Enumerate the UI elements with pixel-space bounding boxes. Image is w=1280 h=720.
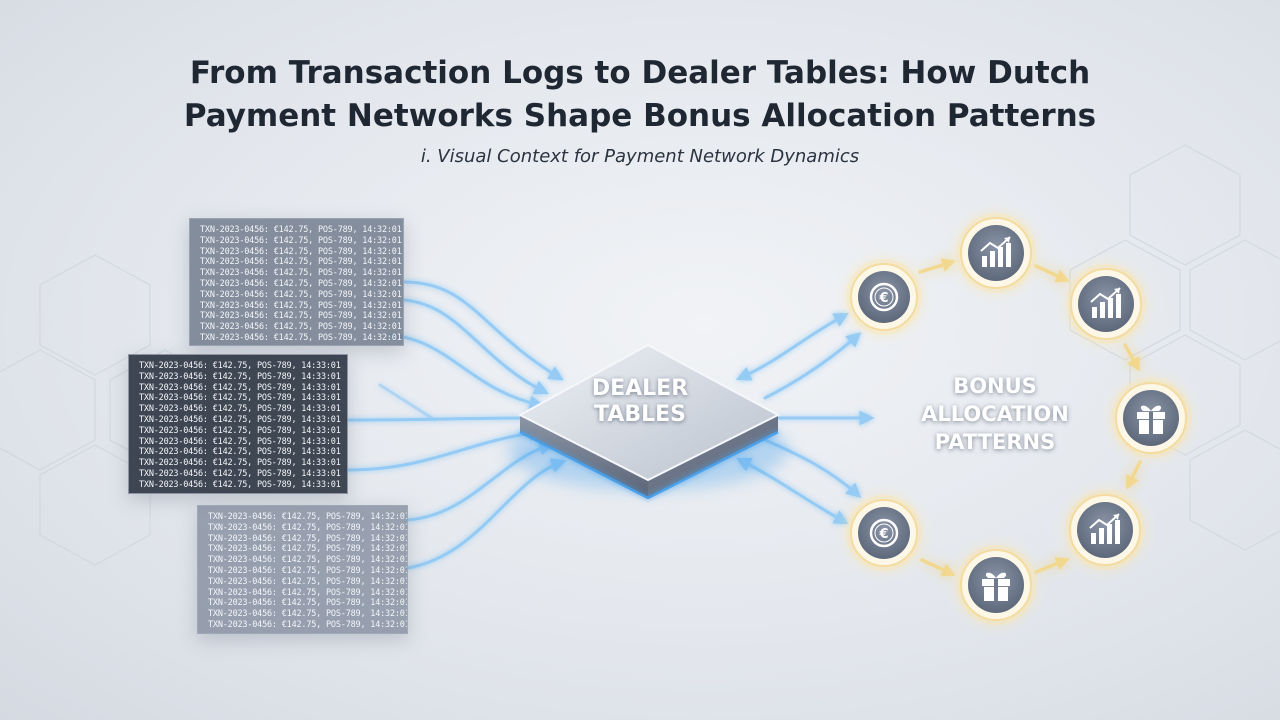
log-line: TXN-2023-0456: €142.75, POS-789, 14:33:0… bbox=[139, 404, 341, 415]
svg-text:€: € bbox=[878, 527, 888, 542]
hub-side-right bbox=[648, 415, 778, 498]
cycle-arrow bbox=[1123, 343, 1141, 372]
cycle-arrow bbox=[920, 558, 956, 577]
log-line: TXN-2023-0456: €142.75, POS-789, 14:33:0… bbox=[139, 371, 341, 382]
flow-arrow bbox=[378, 383, 437, 422]
title-line-1: From Transaction Logs to Dealer Tables: … bbox=[189, 55, 1091, 91]
flow-arrow bbox=[402, 280, 564, 381]
log-line: TXN-2023-0456: €142.75, POS-789, 14:32:0… bbox=[208, 598, 408, 609]
log-line: TXN-2023-0456: €142.75, POS-789, 14:32:0… bbox=[208, 576, 408, 587]
log-line: TXN-2023-0456: €142.75, POS-789, 14:32:0… bbox=[200, 300, 402, 311]
cycle-node bbox=[1111, 378, 1191, 458]
bonus-label-line-3: PATTERNS bbox=[934, 430, 1056, 454]
transaction-log-panel: TXN-2023-0456: €142.75, POS-789, 14:32:0… bbox=[197, 505, 408, 634]
euro-coin-icon: € bbox=[869, 518, 899, 548]
cycle-nodes: € bbox=[846, 213, 1191, 625]
cycle-node bbox=[1065, 490, 1145, 570]
log-line: TXN-2023-0456: €142.75, POS-789, 14:32:0… bbox=[208, 512, 408, 522]
log-line: TXN-2023-0456: €142.75, POS-789, 14:33:0… bbox=[139, 425, 341, 436]
flow-arrow bbox=[388, 333, 545, 411]
log-line: TXN-2023-0456: €142.75, POS-789, 14:33:0… bbox=[139, 361, 341, 371]
log-line: TXN-2023-0456: €142.75, POS-789, 14:32:0… bbox=[200, 322, 402, 333]
log-line: TXN-2023-0456: €142.75, POS-789, 14:32:0… bbox=[208, 555, 408, 566]
log-line: TXN-2023-0456: €142.75, POS-789, 14:32:0… bbox=[200, 225, 402, 235]
page-subtitle: i. Visual Context for Payment Network Dy… bbox=[420, 146, 860, 167]
cycle-node bbox=[956, 213, 1036, 293]
flow-arrow bbox=[735, 312, 849, 381]
transaction-log-panel: TXN-2023-0456: €142.75, POS-789, 14:33:0… bbox=[128, 354, 348, 494]
cycle-arrow bbox=[1034, 264, 1070, 283]
log-line: TXN-2023-0456: €142.75, POS-789, 14:33:0… bbox=[139, 447, 341, 458]
log-line: TXN-2023-0456: €142.75, POS-789, 14:33:0… bbox=[139, 382, 341, 393]
dealer-label-line-1: DEALER bbox=[591, 376, 689, 401]
log-line: TXN-2023-0456: €142.75, POS-789, 14:32:0… bbox=[200, 311, 402, 322]
log-line: TXN-2023-0456: €142.75, POS-789, 14:33:0… bbox=[139, 414, 341, 425]
flow-arrow bbox=[346, 410, 540, 426]
log-line: TXN-2023-0456: €142.75, POS-789, 14:32:0… bbox=[200, 235, 402, 246]
dealer-tables-hub bbox=[508, 343, 788, 500]
log-line: TXN-2023-0456: €142.75, POS-789, 14:32:0… bbox=[200, 289, 402, 300]
cycle-arrow bbox=[1126, 460, 1142, 490]
dealer-tables-label: DEALER TABLES bbox=[560, 376, 720, 428]
bar-chart-growth-icon bbox=[1089, 513, 1120, 544]
page-title: From Transaction Logs to Dealer Tables: … bbox=[140, 52, 1140, 138]
log-line: TXN-2023-0456: €142.75, POS-789, 14:32:0… bbox=[200, 246, 402, 257]
cycle-node: € bbox=[846, 259, 922, 335]
svg-text:€: € bbox=[878, 291, 888, 306]
hub-top bbox=[517, 343, 781, 482]
cycle-node: € bbox=[846, 495, 922, 571]
flow-arrow bbox=[346, 425, 545, 472]
log-line: TXN-2023-0456: €142.75, POS-789, 14:32:0… bbox=[200, 332, 402, 343]
log-line: TXN-2023-0456: €142.75, POS-789, 14:33:0… bbox=[139, 468, 341, 479]
log-line: TXN-2023-0456: €142.75, POS-789, 14:32:0… bbox=[208, 587, 408, 598]
bar-chart-growth-icon bbox=[980, 236, 1011, 267]
cycle-node bbox=[956, 545, 1036, 625]
log-line: TXN-2023-0456: €142.75, POS-789, 14:32:0… bbox=[208, 533, 408, 544]
log-line: TXN-2023-0456: €142.75, POS-789, 14:32:0… bbox=[208, 619, 408, 630]
cycle-arrow bbox=[918, 258, 957, 274]
transaction-log-panel: TXN-2023-0456: €142.75, POS-789, 14:32:0… bbox=[189, 218, 404, 346]
gift-box-icon bbox=[982, 572, 1010, 601]
log-line: TXN-2023-0456: €142.75, POS-789, 14:33:0… bbox=[139, 458, 341, 469]
flow-arrow bbox=[402, 298, 550, 395]
log-line: TXN-2023-0456: €142.75, POS-789, 14:32:0… bbox=[208, 522, 408, 533]
euro-coin-icon: € bbox=[869, 282, 899, 312]
cycle-arrow bbox=[1034, 557, 1070, 574]
flow-arrow bbox=[763, 332, 862, 400]
title-line-2: Payment Networks Shape Bonus Allocation … bbox=[183, 98, 1097, 134]
gift-box-icon bbox=[1137, 405, 1165, 434]
log-line: TXN-2023-0456: €142.75, POS-789, 14:32:0… bbox=[208, 544, 408, 555]
dealer-label-line-2: TABLES bbox=[594, 402, 686, 427]
log-line: TXN-2023-0456: €142.75, POS-789, 14:32:0… bbox=[200, 257, 402, 268]
log-line: TXN-2023-0456: €142.75, POS-789, 14:33:0… bbox=[139, 436, 341, 447]
log-line: TXN-2023-0456: €142.75, POS-789, 14:32:0… bbox=[208, 565, 408, 576]
cycle-arrows bbox=[918, 258, 1142, 577]
log-line: TXN-2023-0456: €142.75, POS-789, 14:32:0… bbox=[200, 278, 402, 289]
log-line: TXN-2023-0456: €142.75, POS-789, 14:32:0… bbox=[200, 268, 402, 279]
log-line: TXN-2023-0456: €142.75, POS-789, 14:33:0… bbox=[139, 393, 341, 404]
cycle-node bbox=[1066, 264, 1146, 344]
bonus-label-line-1: BONUS bbox=[953, 374, 1037, 398]
bonus-label-line-2: ALLOCATION bbox=[921, 402, 1069, 426]
bar-chart-growth-icon bbox=[1090, 287, 1121, 318]
log-line: TXN-2023-0456: €142.75, POS-789, 14:33:0… bbox=[139, 479, 341, 490]
log-line: TXN-2023-0456: €142.75, POS-789, 14:32:0… bbox=[208, 609, 408, 620]
hub-side-left bbox=[520, 415, 648, 498]
bonus-allocation-label: BONUS ALLOCATION PATTERNS bbox=[900, 372, 1090, 456]
